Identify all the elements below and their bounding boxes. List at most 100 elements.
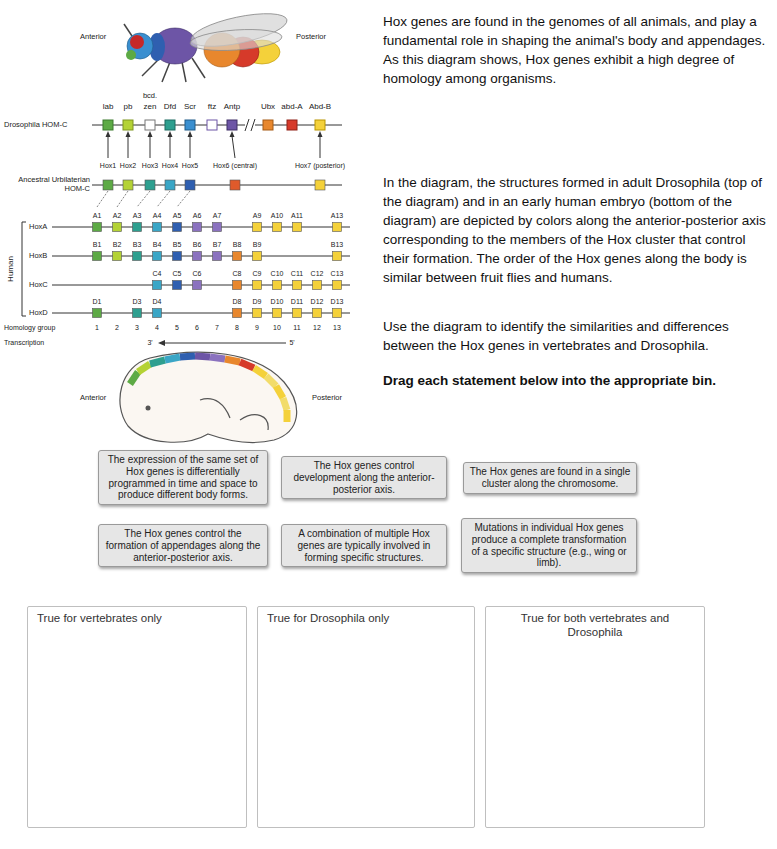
statement-text: Mutations in individual Hox genes produc… (467, 522, 631, 569)
embryo-band (138, 364, 150, 372)
gene-label: Hox3 (142, 162, 158, 170)
group-label: Human (6, 256, 15, 282)
embryo-arm (200, 399, 230, 418)
gene-label: B7 (213, 241, 222, 249)
gene-label: C8 (233, 270, 242, 278)
gene-label: Hox4 (162, 162, 178, 170)
axis-label: Anterior (80, 33, 106, 42)
instruction-text: Use the diagram to identify the similari… (383, 317, 767, 355)
gene-box (233, 252, 242, 261)
gene-box (93, 223, 102, 232)
gene-box (230, 180, 240, 190)
arrow-head (148, 131, 153, 137)
arrow-head (318, 131, 323, 137)
gene-label: A7 (213, 212, 222, 220)
gene-label: pb (124, 102, 133, 111)
gene-box (103, 120, 113, 130)
statement-card: The expression of the same set of Hox ge… (98, 450, 268, 505)
gene-box (133, 252, 142, 261)
human-embryo (120, 352, 297, 442)
gene-box (315, 180, 325, 190)
gene-box (193, 252, 202, 261)
embryo-band (283, 398, 287, 410)
gene-label: Antp (224, 102, 240, 111)
gene-box (165, 120, 175, 130)
gene-box (207, 120, 217, 130)
embryo-band (195, 356, 210, 357)
fly-antenna (124, 24, 132, 36)
fly-wing (188, 7, 289, 53)
gene-label: C10 (271, 270, 284, 278)
axis-label: Anterior (80, 394, 106, 403)
gene-box (193, 223, 202, 232)
group-number: 2 (115, 324, 119, 332)
gene-label: A3 (133, 212, 142, 220)
gene-box (173, 281, 182, 290)
gene-label: D3 (133, 298, 142, 306)
gene-label: D9 (253, 298, 262, 306)
gene-box (333, 309, 342, 318)
gene-box (273, 281, 282, 290)
gene-label: A6 (193, 212, 202, 220)
homology-arrow (150, 136, 151, 158)
group-number: 11 (293, 324, 300, 332)
human-bracket (22, 222, 26, 316)
embryo-band (130, 372, 138, 384)
gene-label: Hox5 (182, 162, 198, 170)
gene-box (253, 281, 262, 290)
gene-box (153, 223, 162, 232)
gene-label: A4 (153, 212, 162, 220)
embryo-eye (146, 406, 151, 411)
transcription-arrow (158, 340, 286, 346)
gene-label: A10 (271, 212, 283, 220)
gene-label: bcd. (143, 92, 157, 101)
gene-box (315, 120, 325, 130)
group-number: 8 (235, 324, 239, 332)
group-number: 12 (313, 324, 321, 332)
group-number: 13 (333, 324, 341, 332)
statement-card: The Hox genes control the formation of a… (98, 524, 268, 567)
embryo-outline (120, 352, 297, 442)
embryo-band (254, 368, 266, 376)
gene-label: B6 (193, 241, 202, 249)
gene-box (145, 180, 155, 190)
homology-arrow (108, 136, 109, 158)
sort-bin: True for both vertebrates and Drosophila (485, 606, 705, 828)
gene-box (253, 252, 262, 261)
homology-arrow (232, 136, 235, 158)
gene-label: Hox6 (central) (213, 162, 257, 170)
embryo-band (240, 362, 254, 368)
gene-label: Ubx (261, 102, 275, 111)
group-number: 3 (135, 324, 139, 332)
fly-eye (130, 35, 144, 49)
bin-heading: True for both vertebrates and Drosophila (486, 607, 704, 645)
gene-label: Dfd (164, 102, 176, 111)
homology-arrow (128, 136, 129, 158)
gene-box (103, 180, 113, 190)
gene-box (313, 281, 322, 290)
cluster-label: Ancestral Urbilaterian HOM-C (2, 176, 90, 193)
break-mark (245, 119, 249, 131)
bin-heading: True for Drosophila only (258, 607, 474, 631)
gene-box (113, 252, 122, 261)
group-number: 10 (273, 324, 281, 332)
embryo-leg (240, 415, 268, 430)
statement-text: The Hox genes control the formation of a… (104, 528, 262, 563)
gene-box (123, 120, 133, 130)
gene-box (185, 120, 195, 130)
gene-box (287, 120, 297, 130)
embryo-band (266, 376, 276, 386)
gene-label: D11 (291, 298, 303, 306)
statement-text: The Hox genes control development along … (287, 460, 441, 495)
gene-box (145, 120, 155, 130)
gene-box (313, 309, 322, 318)
break-mark (251, 119, 255, 131)
sort-bin: True for Drosophila only (257, 606, 475, 828)
gene-box (253, 309, 262, 318)
instruction-text: In the diagram, the structures formed in… (383, 173, 767, 287)
gene-box (227, 120, 237, 130)
statement-card: The Hox genes are found in a single clus… (463, 462, 637, 494)
fruit-fly (124, 7, 290, 82)
fly-leg (182, 62, 186, 82)
fly-leg (162, 62, 170, 82)
